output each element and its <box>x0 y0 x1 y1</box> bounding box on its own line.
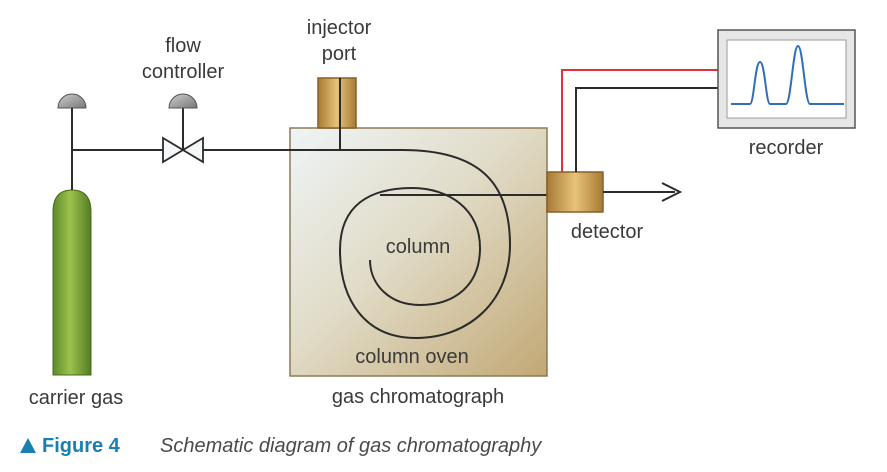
flow-controller-valve-icon <box>162 93 204 164</box>
flow-controller-label-line1: flow <box>165 35 201 57</box>
figure-number: Figure 4 <box>42 435 121 457</box>
gas-chromatograph-label: gas chromatograph <box>332 386 504 408</box>
recorder-trace <box>731 44 844 105</box>
recorder-label: recorder <box>749 137 824 159</box>
column-oven-label: column oven <box>355 346 468 368</box>
injector-port-label-line2: port <box>322 43 357 65</box>
column-coil <box>290 149 547 340</box>
column-oven-box <box>289 127 548 377</box>
carrier-gas-label: carrier gas <box>29 387 123 409</box>
flow-controller-label-line2: controller <box>142 61 225 83</box>
gas-line <box>71 108 290 190</box>
triangle-up-icon <box>20 438 36 453</box>
injector-port-label-line1: injector <box>307 17 372 39</box>
figure-caption: Schematic diagram of gas chromatography <box>160 435 542 457</box>
cylinder-gauge-icon <box>57 93 87 109</box>
detector <box>546 171 675 213</box>
recorder <box>717 29 856 129</box>
exhaust-arrow-icon <box>661 182 683 202</box>
column-label: column <box>386 236 450 258</box>
detector-label: detector <box>571 221 644 243</box>
injector-port <box>317 77 357 150</box>
signal-wires <box>561 69 718 172</box>
carrier-gas-cylinder <box>52 189 92 376</box>
